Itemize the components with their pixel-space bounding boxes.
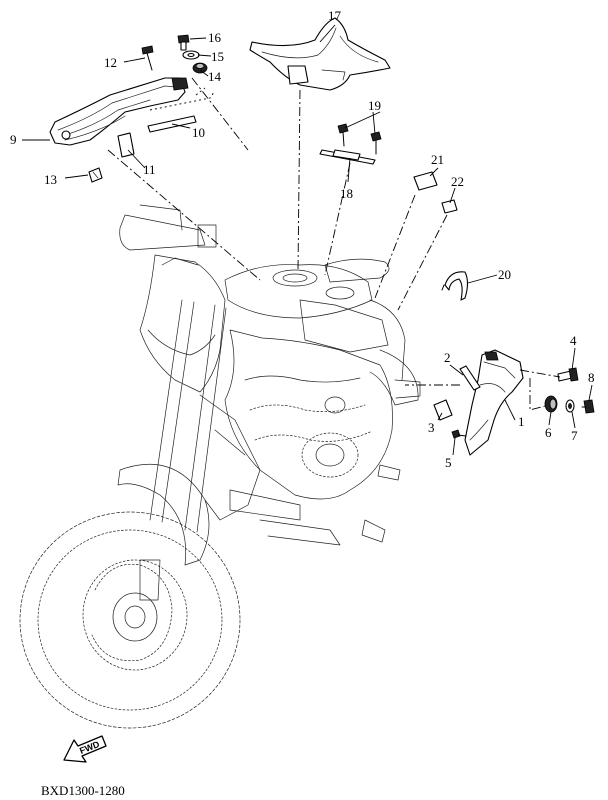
assembly-lines <box>107 77 561 411</box>
callout-20: 20 <box>498 267 511 282</box>
callout-16: 16 <box>208 30 222 45</box>
part-1-side-cover <box>464 349 524 456</box>
fwd-arrow-icon: FWD <box>63 735 107 763</box>
callout-18: 18 <box>340 186 353 201</box>
part-6-grommet <box>544 395 558 413</box>
part-20-clamp <box>441 271 469 301</box>
part-14-grommet <box>192 62 208 74</box>
callout-2: 2 <box>444 350 451 365</box>
part-13-clip <box>88 167 103 183</box>
callout-7: 7 <box>571 428 578 443</box>
callout-17: 17 <box>328 8 342 23</box>
part-5-screw <box>451 429 467 439</box>
callout-9: 9 <box>10 132 17 147</box>
callout-10: 10 <box>192 125 205 140</box>
part-2-strip <box>459 365 481 391</box>
part-7-collar <box>565 399 575 413</box>
part-15-washer <box>182 50 200 60</box>
part-8-bolt <box>581 399 595 414</box>
part-22-label <box>441 199 458 214</box>
part-9-side-cover <box>49 77 189 146</box>
part-12-screw <box>141 45 154 71</box>
callout-5: 5 <box>445 455 452 470</box>
part-4-bolt <box>557 367 579 382</box>
callout-11: 11 <box>143 162 156 177</box>
callout-15: 15 <box>211 49 224 64</box>
part-3-label <box>433 399 453 421</box>
callout-4: 4 <box>570 333 577 348</box>
diagram-code: BXD1300-1280 <box>41 783 125 798</box>
part-17-visor <box>249 17 391 91</box>
callout-1: 1 <box>518 414 525 429</box>
part-19-screws <box>337 123 382 155</box>
callout-6: 6 <box>545 425 552 440</box>
callout-13: 13 <box>44 172 57 187</box>
callout-3: 3 <box>428 420 435 435</box>
callout-labels: 1 2 3 4 5 6 7 8 9 10 11 12 13 14 15 16 1… <box>10 8 595 470</box>
leader-lines <box>22 24 593 456</box>
callout-22: 22 <box>451 174 464 189</box>
callout-21: 21 <box>431 152 444 167</box>
motorcycle-body <box>19 204 421 729</box>
part-21-label <box>413 171 438 191</box>
part-11-label <box>117 132 135 158</box>
part-16-bolt <box>177 34 190 51</box>
callout-12: 12 <box>104 55 117 70</box>
part-18-bracket <box>319 149 376 165</box>
callout-8: 8 <box>588 370 595 385</box>
callout-19: 19 <box>368 98 381 113</box>
callout-14: 14 <box>208 69 222 84</box>
